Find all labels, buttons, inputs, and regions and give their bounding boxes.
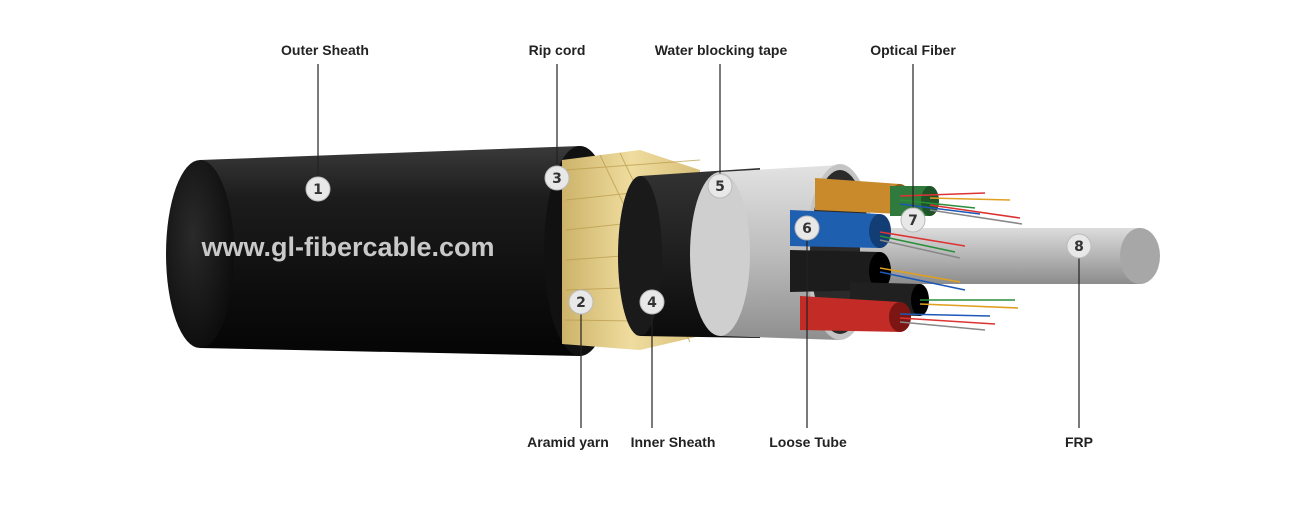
marker-6-text: 6 [802, 221, 812, 237]
label-aramid-yarn: Aramid yarn [527, 434, 609, 450]
marker-2-text: 2 [576, 295, 586, 311]
label-water-blocking-tape: Water blocking tape [654, 42, 788, 58]
label-inner-sheath: Inner Sheath [630, 434, 716, 450]
label-loose-tube: Loose Tube [769, 434, 847, 450]
marker-2: 2 [568, 289, 594, 315]
leader-lines [317, 64, 1080, 428]
marker-8-text: 8 [1074, 239, 1084, 255]
label-optical-fiber: Optical Fiber [870, 42, 956, 58]
marker-1: 1 [305, 176, 331, 202]
marker-3: 3 [544, 165, 570, 191]
marker-3-text: 3 [552, 171, 562, 187]
marker-5: 5 [707, 173, 733, 199]
marker-8: 8 [1066, 233, 1092, 259]
optical-fibers [879, 192, 1023, 331]
loose-tubes [790, 178, 939, 332]
watermark-text: www.gl-fibercable.com [200, 232, 494, 262]
marker-1-text: 1 [313, 182, 323, 198]
marker-7: 7 [900, 207, 926, 233]
marker-5-text: 5 [715, 179, 725, 195]
marker-7-text: 7 [908, 213, 918, 229]
marker-4: 4 [639, 289, 665, 315]
marker-6: 6 [794, 215, 820, 241]
marker-4-text: 4 [647, 295, 657, 311]
label-outer-sheath: Outer Sheath [281, 42, 369, 58]
label-rip-cord: Rip cord [528, 42, 586, 58]
label-frp: FRP [1065, 434, 1093, 450]
